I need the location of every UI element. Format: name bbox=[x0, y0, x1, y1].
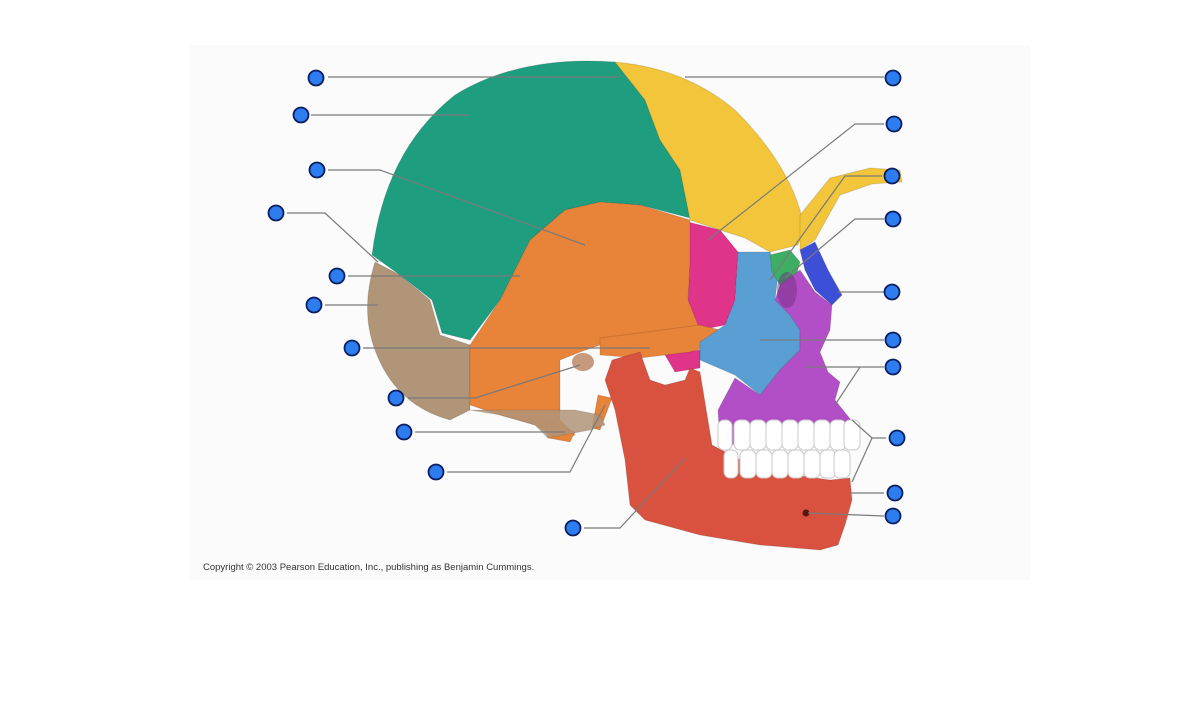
tooth bbox=[766, 420, 782, 450]
copyright-notice: Copyright © 2003 Pearson Education, Inc.… bbox=[203, 562, 534, 573]
lower-teeth bbox=[724, 450, 850, 478]
tooth bbox=[724, 450, 738, 478]
label-marker-5[interactable] bbox=[330, 269, 345, 284]
tooth bbox=[740, 450, 756, 478]
upper-teeth bbox=[718, 420, 860, 450]
tooth bbox=[718, 420, 732, 450]
tooth bbox=[750, 420, 766, 450]
label-marker-15[interactable] bbox=[886, 212, 901, 227]
orbit bbox=[777, 272, 797, 308]
label-marker-1[interactable] bbox=[309, 71, 324, 86]
label-marker-17[interactable] bbox=[886, 333, 901, 348]
label-marker-2[interactable] bbox=[294, 108, 309, 123]
tooth bbox=[834, 450, 850, 478]
tooth bbox=[756, 450, 772, 478]
tooth bbox=[814, 420, 830, 450]
label-marker-21[interactable] bbox=[886, 509, 901, 524]
label-marker-13[interactable] bbox=[887, 117, 902, 132]
label-marker-14[interactable] bbox=[885, 169, 900, 184]
label-marker-19[interactable] bbox=[890, 431, 905, 446]
label-marker-8[interactable] bbox=[389, 391, 404, 406]
tooth bbox=[788, 450, 804, 478]
label-marker-6[interactable] bbox=[307, 298, 322, 313]
label-marker-10[interactable] bbox=[429, 465, 444, 480]
label-marker-12[interactable] bbox=[886, 71, 901, 86]
label-marker-20[interactable] bbox=[888, 486, 903, 501]
label-marker-16[interactable] bbox=[885, 285, 900, 300]
tooth bbox=[772, 450, 788, 478]
tooth bbox=[782, 420, 798, 450]
label-marker-11[interactable] bbox=[566, 521, 581, 536]
label-marker-3[interactable] bbox=[310, 163, 325, 178]
tooth bbox=[734, 420, 750, 450]
tooth bbox=[804, 450, 820, 478]
label-marker-18[interactable] bbox=[886, 360, 901, 375]
label-marker-7[interactable] bbox=[345, 341, 360, 356]
label-marker-4[interactable] bbox=[269, 206, 284, 221]
external-acoustic-meatus bbox=[572, 353, 594, 371]
tooth bbox=[798, 420, 814, 450]
label-marker-9[interactable] bbox=[397, 425, 412, 440]
